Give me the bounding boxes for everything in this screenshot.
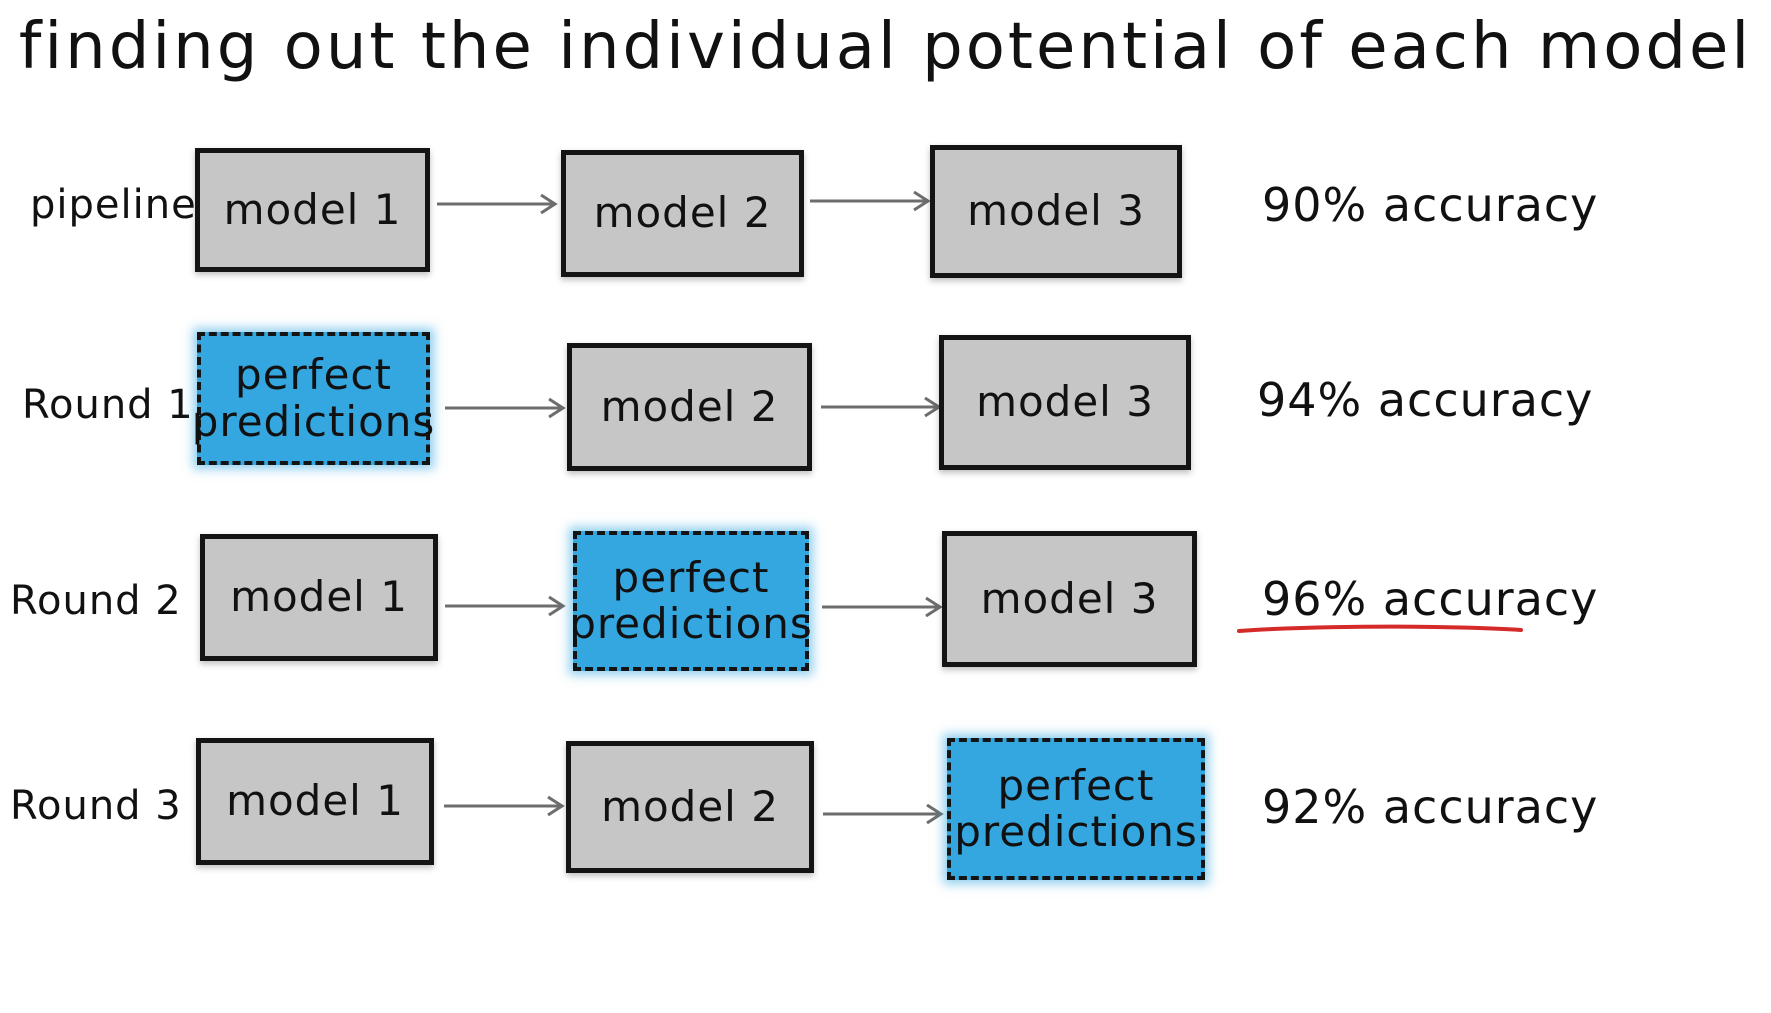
- box-label: model 1: [223, 184, 402, 234]
- box-label: model 3: [976, 377, 1154, 427]
- arrow-icon: [810, 190, 931, 212]
- round2-model-1-box: model 1: [200, 534, 438, 661]
- box-label: perfect predictions: [954, 760, 1198, 856]
- pipeline-model-2-box: model 2: [561, 150, 804, 277]
- arrow-icon: [822, 596, 943, 618]
- round2-perfect-predictions-box: perfect predictions: [569, 531, 812, 671]
- box-label: model 2: [593, 188, 772, 238]
- pipeline-model-3-box: model 3: [930, 145, 1182, 278]
- arrow-icon: [437, 193, 558, 215]
- diagram-title: finding out the individual potential of …: [18, 10, 1753, 84]
- box-label: perfect predictions: [191, 350, 436, 446]
- round1-model-2-box: model 2: [567, 343, 812, 471]
- round1-perfect-predictions-box: perfect predictions: [192, 332, 434, 465]
- row-label-round-3: Round 3: [10, 783, 182, 829]
- round1-model-3-box: model 3: [939, 335, 1191, 470]
- box-label: model 2: [600, 381, 779, 431]
- arrow-icon: [821, 396, 942, 418]
- pipeline-model-1-box: model 1: [195, 148, 430, 272]
- box-label: perfect predictions: [569, 552, 813, 648]
- box-label: model 1: [226, 776, 404, 826]
- round3-model-2-box: model 2: [566, 741, 814, 873]
- box-label: model 2: [601, 781, 779, 831]
- accuracy-round-2-highlighted: 96% accuracy: [1262, 572, 1599, 626]
- arrow-icon: [445, 595, 566, 617]
- row-label-round-1: Round 1: [22, 382, 194, 428]
- accuracy-round-3: 92% accuracy: [1262, 780, 1599, 834]
- red-underline-highlight: [1237, 624, 1523, 633]
- round2-model-3-box: model 3: [942, 531, 1197, 667]
- row-label-pipeline: pipeline: [30, 182, 197, 228]
- round3-perfect-predictions-box: perfect predictions: [947, 738, 1205, 880]
- accuracy-round-1: 94% accuracy: [1257, 373, 1594, 427]
- box-label: model 1: [230, 572, 408, 622]
- arrow-icon: [445, 397, 566, 419]
- box-label: model 3: [980, 573, 1159, 623]
- box-label: model 3: [967, 186, 1145, 236]
- row-label-round-2: Round 2: [10, 578, 182, 624]
- round3-model-1-box: model 1: [196, 738, 434, 865]
- accuracy-pipeline: 90% accuracy: [1262, 178, 1599, 232]
- arrow-icon: [823, 803, 944, 825]
- arrow-icon: [444, 795, 565, 817]
